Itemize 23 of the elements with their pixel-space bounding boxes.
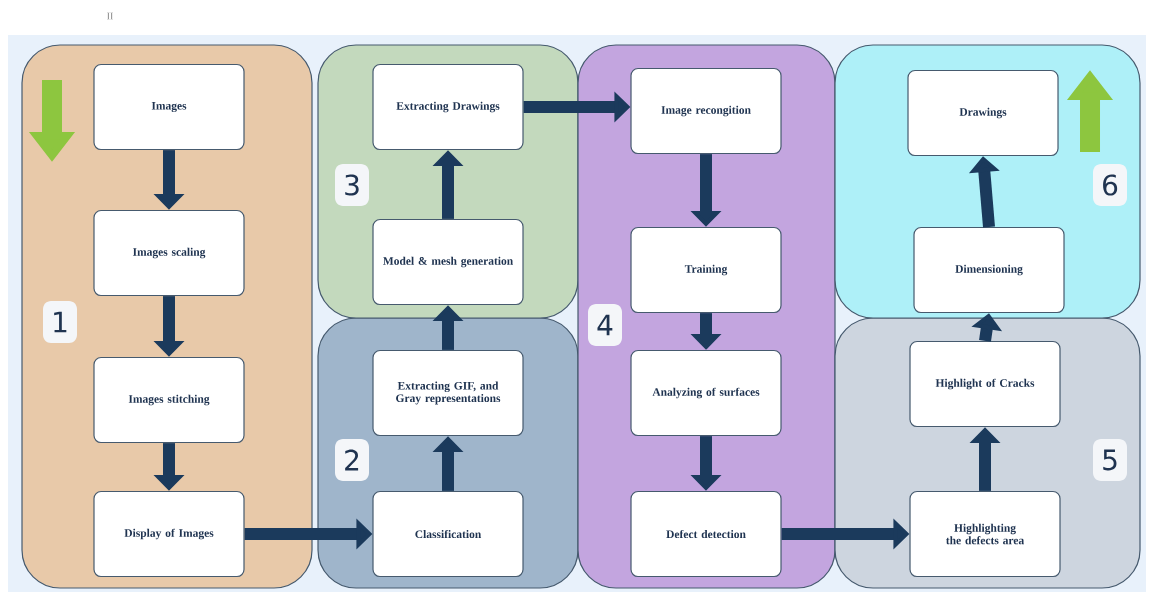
process-box: Classification [372,490,524,578]
process-box: Images stitching [93,356,245,444]
stage-number: 6 [1093,164,1127,206]
stage-number: 1 [43,301,77,343]
process-box: Training [630,226,782,314]
process-box: Images scaling [93,209,245,297]
stage-number: 3 [335,164,369,206]
process-box: Analyzing of surfaces [630,349,782,437]
process-box: Images [93,63,245,151]
process-box: Extracting GIF, and Gray representations [372,349,524,437]
process-box: Defect detection [630,490,782,578]
process-box: Extracting Drawings [372,63,524,151]
process-box: Image recongition [630,67,782,155]
process-box: Model & mesh generation [372,218,524,306]
stage-number: 4 [588,304,622,346]
heading-mark: II [107,12,113,20]
process-box: Highlighting the defects area [909,490,1061,578]
stage-number: 5 [1093,439,1127,481]
process-box: Drawings [907,69,1059,157]
process-box: Display of Images [93,490,245,578]
process-box: Dimensioning [913,226,1065,314]
process-box: Highlight of Cracks [909,340,1061,428]
stage-number: 2 [335,439,369,481]
